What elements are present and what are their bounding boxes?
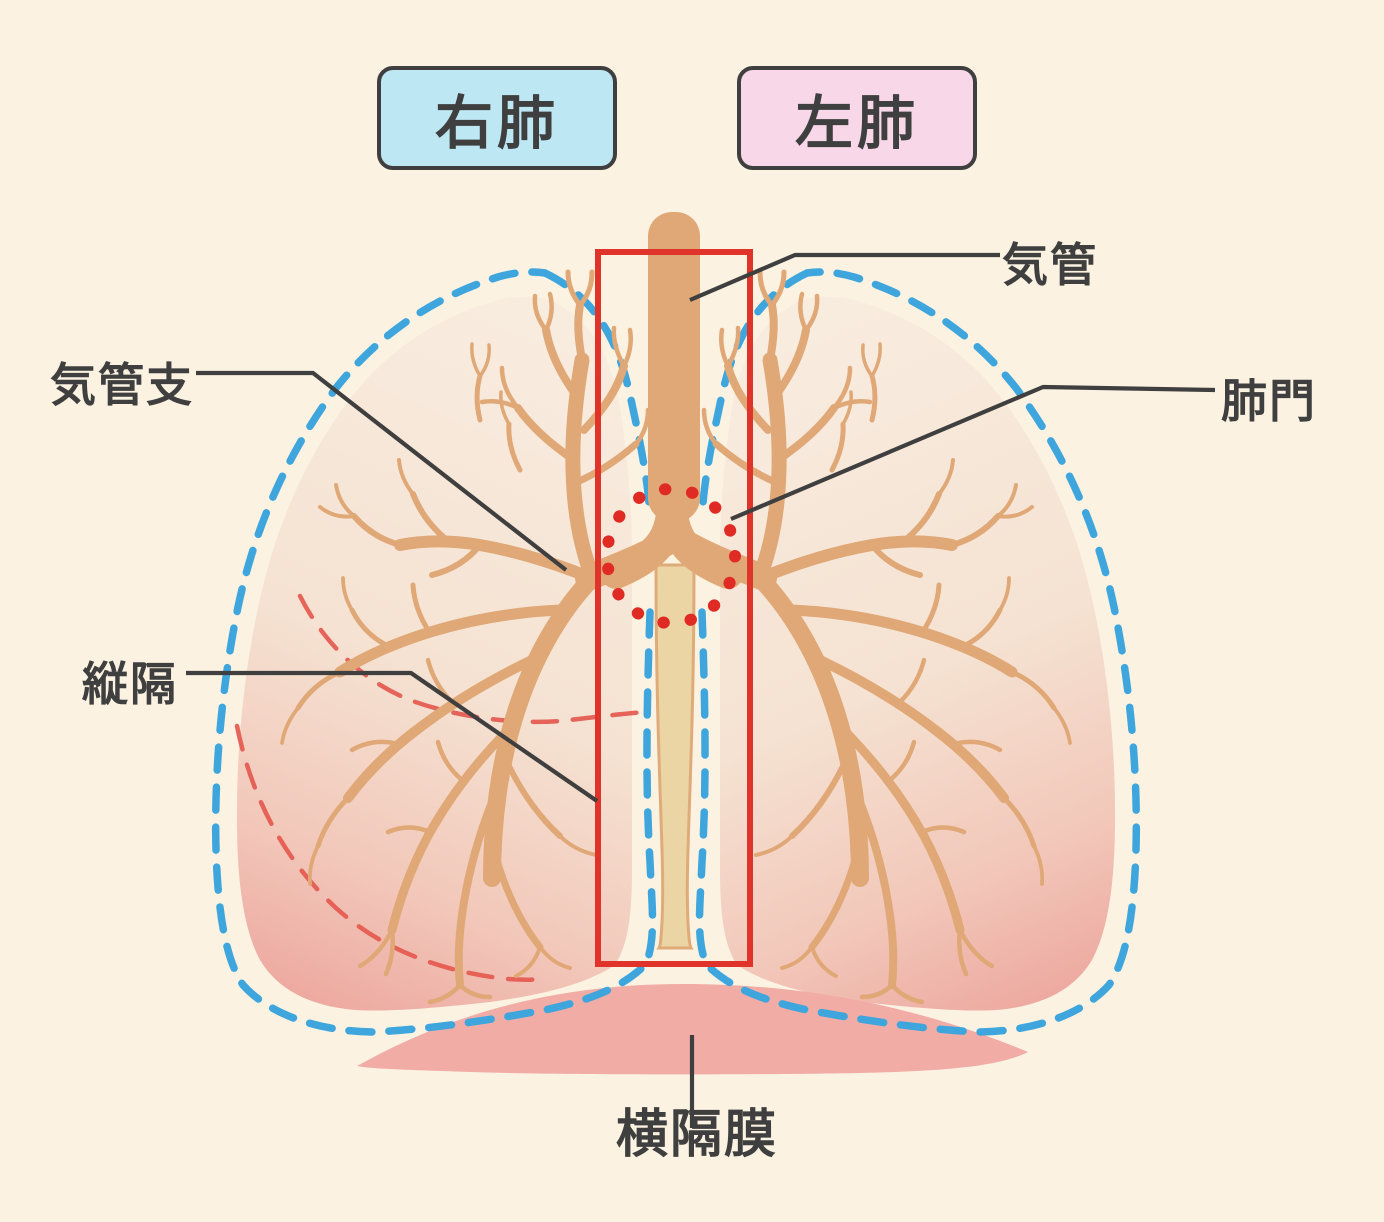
diaphragm-label: 横隔膜 [616,1106,779,1164]
oblique-fissure [234,723,546,982]
esophagus [654,563,696,950]
left-lung-title-box: 左肺 [737,66,977,170]
leader-trachea [689,252,1000,302]
hilum-label: 肺門 [1221,375,1317,427]
pleura-outline-left-lung [695,268,1141,1036]
bronchus-label: 気管支 [50,359,194,411]
trachea-shape [648,212,700,522]
left-lung-title-label: 左肺 [794,91,919,156]
right-lung-title-box: 右肺 [377,66,617,170]
mediastinum-label: 縦隔 [82,658,178,710]
leader-bronchus [196,370,568,572]
hilum-dotted-circle [601,483,741,629]
trachea-label: 気管 [1002,239,1098,291]
mediastinum-red-box [595,249,753,967]
leader-hilum [730,384,1216,521]
right-lung-title-label: 右肺 [434,91,559,156]
leader-mediastinum [186,670,599,803]
right-lung-body [236,296,632,1011]
diaphragm-shape [357,983,1028,1075]
pleura-outline-right-lung [211,268,657,1036]
leader-lines [186,252,1216,1128]
left-lung-body [720,296,1116,1011]
